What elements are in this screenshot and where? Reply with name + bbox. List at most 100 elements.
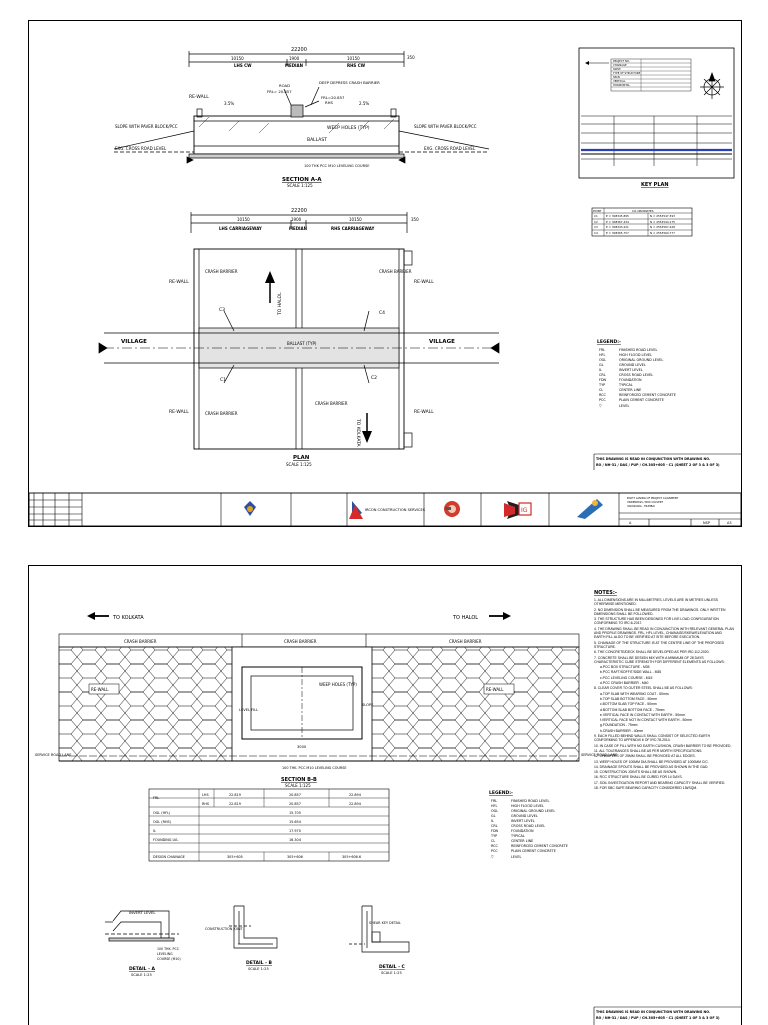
keyplan-row-3: SKEW: [613, 67, 621, 71]
note-item: 11. ALL TOLERANCES SHALL BE AS PER MORTH…: [594, 748, 703, 753]
coord-c4-n: N = 2553564.777: [650, 231, 675, 235]
note-item: 18. FOR SBC SAFE BEARING CAPACITY CONSID…: [594, 785, 698, 790]
plan-lane-rhs: RHS CARRIAGEWAY: [331, 226, 374, 231]
legend2-abbr-2: HFL: [491, 804, 497, 808]
legend2-abbr-4: GL: [491, 814, 496, 818]
note-item: e.VERTICAL FACE IN CONTACT WITH EARTH - …: [600, 712, 685, 717]
key-plan-title: KEY PLAN: [641, 182, 669, 188]
note-item: b.TOP SLAB BOTTOM FACE - 50mm: [600, 696, 657, 701]
dim-edge: 350: [407, 55, 415, 60]
keyplan-row-4: TYPE OF STRUCTURE: [613, 71, 641, 75]
plan-c4: C4: [379, 310, 385, 316]
level-founding-val: 16.304: [289, 838, 301, 842]
legend1-desc-5: INVERT LEVEL: [619, 368, 643, 372]
legend2-desc-10: REINFORCED CEMENT CONCRETE: [511, 844, 568, 848]
note-item: 10. IN CASE OF FILL WITH NO EARTH CUSHIO…: [594, 743, 732, 748]
detail-a-scale: SCALE 1:25: [131, 973, 152, 977]
detail-a: [105, 910, 179, 942]
label-ballast: BALLAST: [307, 137, 327, 143]
level-chainage-3: 305+606.6: [342, 855, 361, 859]
coord-c4-e: E = 308365.757: [606, 231, 629, 235]
note-item: 3. THE STRUCTURE HAS BEEN DESIGNED FOR L…: [594, 617, 719, 626]
direction-arrows: TO KOLKATA TO HALOL: [87, 612, 511, 621]
coord-head-point: POINT: [593, 209, 602, 213]
note-item: 2. NO DIMENSION SHALL BE MEASURED FROM T…: [594, 607, 726, 616]
level-chainage-2: 305+606: [287, 855, 303, 859]
sheet2-drawing: TO KOLKATA TO HALOL CRASH BARRIER CRASH …: [35, 590, 741, 1025]
plan-text: 22200 10150 1900 10150 350 LHS CARRIAGEW…: [121, 208, 455, 467]
note-item: 14. DRAINAGE SPOUTS SHALL BE PROVIDED AS…: [594, 764, 709, 769]
detail-a-title: DETAIL - A: [129, 966, 156, 972]
coord-c2-e: E = 308367.434: [606, 220, 629, 224]
partner-logo-icon: [577, 499, 603, 519]
level-rhs: RHS: [202, 802, 209, 806]
plan-dim-edge: 350: [411, 217, 419, 222]
plan-c3: C3: [219, 307, 225, 313]
title-block-cell-a3: A3: [727, 521, 732, 525]
notes-title: NOTES:-: [594, 590, 617, 596]
coord-c2-n: N = 2553544.175: [650, 220, 675, 224]
label-leveling-course: 100 THK. PCC M10 LEVELING COURSE: [282, 766, 347, 770]
legend1-desc-2: HIGH FLOOD LEVEL: [619, 353, 652, 357]
legend2-abbr-12: ▽: [491, 855, 494, 859]
lane-median: MEDIAN: [285, 63, 303, 68]
legend2-desc-2: HIGH FLOOD LEVEL: [511, 804, 544, 808]
legend2-desc-4: GROUND LEVEL: [511, 814, 538, 818]
level-frl: FRL: [153, 796, 159, 800]
note-item: h.CRASH BARRIER - 40mm: [600, 728, 644, 733]
legend1-desc-11: PLAIN CEMENT CONCRETE: [619, 398, 664, 402]
title-block-company: IRCON CONSTRUCTION SERVICES: [365, 508, 426, 512]
legend2-desc-9: CENTER LINE: [511, 839, 533, 843]
label-service-road-right: SERVICE ROAD LANE: [581, 753, 617, 757]
note-item: a.PCC BOX STRUCTURE - M35: [600, 665, 650, 670]
legend1-abbr-9: CL: [599, 388, 603, 392]
legend1-desc-1: FINISHED ROAD LEVEL: [619, 348, 657, 352]
legend2-desc-7: FOUNDATION: [511, 829, 534, 833]
callout-rhs: RHS: [325, 100, 333, 105]
coord-c3: C3: [594, 225, 598, 229]
note-item: 16. RCC STRUCTURE SHALL BE CURED FOR 14 …: [594, 775, 683, 780]
label-re-wall: RE-WALL: [189, 94, 209, 100]
legend2-abbr-1: FRL: [491, 799, 497, 803]
legend1-abbr-10: RCC: [599, 393, 607, 397]
title-block-line-1: EIGHT LANING OF PROJECT ALIGNMENT: [627, 496, 679, 500]
level-chainage: DESIGN CHAINAGE: [153, 855, 185, 859]
keyplan-row-7: HORIZONTAL: [613, 83, 630, 87]
label-level-fill: LEVEL FILL: [239, 708, 258, 712]
section-a-a-title: SECTION A-A: [282, 177, 322, 183]
detail-a-pcc: 100 THK. PCC: [157, 947, 180, 951]
notes-block: NOTES:-: [594, 590, 617, 596]
level-lhs-3: 22.894: [349, 793, 361, 797]
plan-village-left: VILLAGE: [121, 339, 147, 345]
legend2-abbr-10: RCC: [491, 844, 499, 848]
plan-rewall-bl: RE-WALL: [169, 409, 189, 415]
sheet1-note-line-2: RO / NH-31 / DAS / PUP / CH.305+605 - C1…: [596, 463, 720, 467]
plan-barrier-tr: CRASH BARRIER: [379, 269, 412, 274]
legend2-desc-8: TYPICAL: [510, 834, 525, 838]
level-rhs-2: 20.857: [289, 802, 301, 806]
level-ogl-rhs: OGL (RHS): [153, 820, 172, 824]
sheet1-drawing: 22200 10150 1900 10150 350 LHS CW MEDIAN…: [29, 47, 741, 526]
coord-c3-e: E = 308343.221: [606, 225, 629, 229]
label-leveling: 100 THK PCC M10 LEVELING COURSE: [304, 164, 370, 168]
coord-head-coords: CO-ORDINATES: [632, 209, 654, 213]
legend1-abbr-12: ▽: [599, 404, 602, 408]
note-item: f.VERTICAL FACE NOT IN CONTACT WITH EART…: [600, 718, 692, 723]
detail-a-leveling: LEVELING: [157, 952, 173, 956]
legend2-desc-1: FINISHED ROAD LEVEL: [511, 799, 549, 803]
note-item: d.PCC CRASH BARRIER - M40: [600, 681, 649, 686]
plan-barrier-tl: CRASH BARRIER: [205, 269, 238, 274]
sheet2-note-line-1: THIS DRAWING IS READ IN CONJUNCTION WITH…: [596, 1010, 710, 1014]
level-founding: FOUNDING LVL: [153, 838, 178, 842]
sheet2-note-box: THIS DRAWING IS READ IN CONJUNCTION WITH…: [593, 1006, 741, 1025]
legend2-abbr-5: IL: [491, 819, 494, 823]
note-item: d.BOTTOM SLAB BOTTOM FACE - 75mm: [600, 707, 665, 712]
keyplan-row-5: SPAN: [613, 75, 620, 79]
callout-frl-left: FRL= 20.857: [267, 89, 292, 94]
north-arrow-icon: [700, 72, 724, 99]
callout-road: ROAD: [279, 83, 290, 88]
legend1-desc-3: ORIGINAL GROUND LEVEL: [619, 358, 663, 362]
plan-dim-right: 10150: [349, 217, 362, 222]
contractor-logo-icon: [349, 501, 363, 519]
